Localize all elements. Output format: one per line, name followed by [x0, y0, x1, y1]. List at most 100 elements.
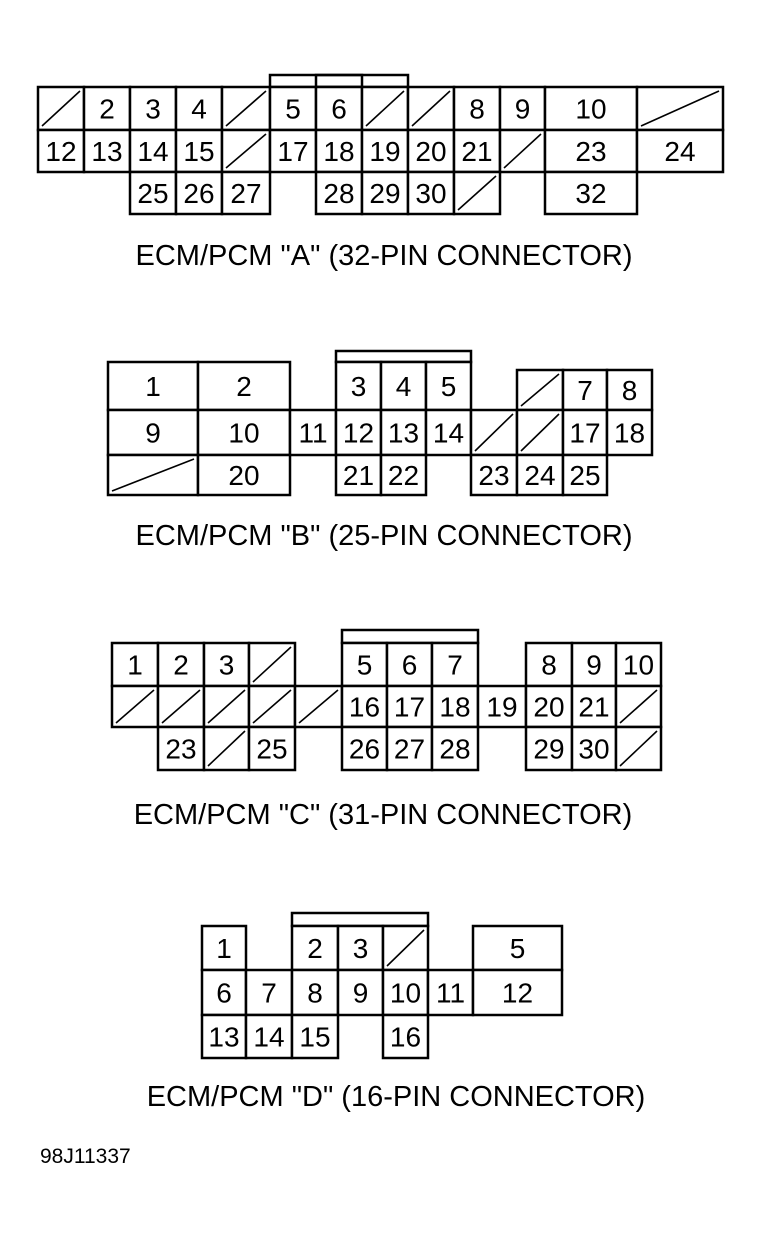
pin-number: 2	[173, 650, 189, 681]
pin-cell: 10	[614, 641, 663, 688]
pin-number: 25	[137, 178, 168, 209]
pin-cell: 5	[424, 360, 473, 412]
pin-cell: 12	[471, 968, 564, 1017]
pin-number: 3	[351, 371, 367, 402]
pin-cell: 29	[524, 725, 574, 772]
pin-number: 13	[91, 136, 122, 167]
figure-code: 98J11337	[40, 1145, 131, 1168]
pin-cell: 3	[128, 85, 178, 132]
pin-number: 28	[439, 734, 470, 765]
unused-pin-slash	[619, 689, 658, 724]
pin-cell: 1	[106, 360, 200, 412]
unused-pin-slash	[365, 90, 405, 127]
unused-pin-slash	[111, 458, 195, 492]
pin-cell: 19	[476, 684, 528, 729]
pin-cell: 18	[314, 128, 364, 174]
pin-cell: 17	[268, 128, 318, 174]
pin-cell: 18	[605, 408, 654, 457]
pin-number: 21	[578, 692, 609, 723]
pin-cell: 26	[340, 725, 389, 772]
pin-cell: 2	[196, 360, 292, 412]
pin-cell: 9	[570, 641, 618, 688]
pin-cell: 8	[524, 641, 574, 688]
pin-number: 3	[145, 94, 161, 125]
pin-number: 26	[349, 734, 380, 765]
pin-cell: 23	[543, 128, 639, 174]
pin-cell: 21	[452, 128, 502, 174]
pin-cell: 5	[268, 85, 318, 132]
pin-cell: 25	[561, 453, 609, 497]
pin-cell: 11	[426, 968, 475, 1017]
pin-number: 21	[343, 460, 374, 491]
unused-pin-slash	[225, 90, 267, 127]
pin-cell: 25	[247, 725, 297, 772]
pin-number: 17	[277, 136, 308, 167]
blank-pin-cell	[247, 684, 297, 729]
unused-pin-slash	[474, 413, 514, 452]
pin-number: 11	[436, 978, 465, 1009]
blank-pin-cell	[202, 684, 251, 729]
pin-number: 8	[469, 94, 485, 125]
pin-cell: 18	[430, 684, 480, 729]
pin-cell: 27	[385, 725, 434, 772]
pin-number: 2	[307, 933, 323, 964]
unused-pin-slash	[115, 689, 155, 724]
connector-lock-tab	[334, 349, 473, 364]
pin-number: 18	[439, 692, 470, 723]
unused-pin-slash	[207, 689, 246, 724]
pin-number: 19	[486, 692, 517, 723]
pin-cell: 3	[334, 360, 383, 412]
unused-pin-slash	[457, 175, 497, 211]
blank-pin-cell	[515, 408, 565, 457]
pin-number: 24	[524, 460, 555, 491]
pin-number: 8	[622, 375, 638, 406]
pin-number: 6	[402, 650, 418, 681]
pin-cell: 6	[200, 968, 248, 1017]
pin-number: 17	[569, 418, 600, 449]
pin-cell: 8	[290, 968, 340, 1017]
pin-cell: 3	[336, 924, 385, 972]
pin-cell: 4	[174, 85, 224, 132]
pin-cell: 16	[340, 684, 389, 729]
pin-number: 9	[586, 650, 602, 681]
pin-number: 1	[127, 650, 143, 681]
pin-number: 20	[533, 692, 564, 723]
unused-pin-slash	[520, 373, 560, 407]
pin-cell: 19	[360, 128, 410, 174]
pin-cell: 28	[314, 170, 364, 216]
pin-cell: 30	[570, 725, 618, 772]
unused-pin-slash	[161, 689, 201, 724]
blank-pin-cell	[293, 684, 344, 729]
pin-number: 11	[298, 418, 327, 449]
unused-pin-slash	[298, 689, 339, 724]
blank-pin-cell	[220, 128, 272, 174]
pin-cell: 13	[379, 408, 428, 457]
connector-d-caption: ECM/PCM "D" (16-PIN CONNECTOR)	[147, 1081, 646, 1113]
unused-pin-slash	[207, 730, 246, 767]
blank-pin-cell	[469, 408, 519, 457]
pin-number: 8	[307, 978, 323, 1009]
blank-pin-cell	[498, 128, 547, 174]
pin-cell: 2	[290, 924, 340, 972]
pin-number: 20	[228, 460, 259, 491]
pin-number: 16	[349, 692, 380, 723]
pin-number: 8	[541, 650, 557, 681]
pin-cell: 17	[385, 684, 434, 729]
pin-cell: 9	[106, 408, 200, 457]
pin-number: 10	[228, 418, 259, 449]
pin-cell: 22	[379, 453, 428, 497]
pin-cell: 6	[314, 85, 364, 132]
pin-cell: 15	[290, 1013, 340, 1060]
pin-cell: 27	[220, 170, 272, 216]
unused-pin-slash	[252, 646, 292, 683]
pin-number: 13	[208, 1022, 239, 1053]
pin-number: 9	[145, 418, 161, 449]
pin-number: 5	[441, 371, 457, 402]
pin-cell: 20	[406, 128, 456, 174]
pin-cell: 4	[379, 360, 428, 412]
pin-cell: 2	[82, 85, 132, 132]
pin-number: 14	[137, 136, 168, 167]
